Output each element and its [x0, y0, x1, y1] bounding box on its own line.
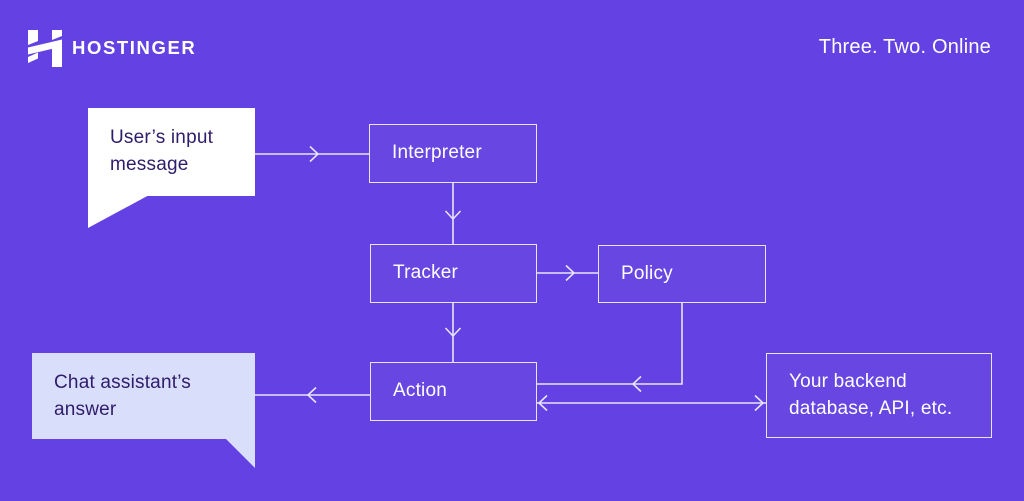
user-bubble-tail	[88, 194, 151, 228]
node-action: Action	[370, 362, 537, 421]
arrowhead-right-icon	[565, 264, 576, 282]
edge-tracker-to-policy	[537, 264, 598, 282]
interpreter-label: Interpreter	[392, 142, 482, 164]
logo-wordmark: HOSTINGER	[72, 37, 197, 58]
policy-label: Policy	[621, 262, 673, 284]
arrowhead-left-icon	[631, 375, 642, 393]
arrowhead-left-icon	[537, 394, 548, 412]
hostinger-logo-icon	[28, 30, 62, 67]
node-interpreter: Interpreter	[369, 124, 537, 183]
assistant-bubble-tail	[225, 438, 255, 468]
node-tracker: Tracker	[370, 244, 537, 303]
node-backend: Your backend database, API, etc.	[766, 353, 992, 438]
node-policy: Policy	[598, 245, 766, 303]
edge-interpreter-to-tracker	[444, 183, 462, 244]
tagline-text: Three. Two. Online	[818, 36, 991, 58]
backend-label: Your backend database, API, etc.	[789, 371, 953, 419]
user-input-label: User’s input message	[110, 127, 214, 175]
edge-action-backend-bidirectional	[537, 394, 766, 412]
assistant-answer-label: Chat assistant’s answer	[54, 372, 191, 420]
action-label: Action	[393, 380, 448, 402]
arrowhead-down-icon	[444, 327, 462, 338]
edge-user-input-to-interpreter	[255, 145, 369, 163]
edge-tracker-to-action	[444, 303, 462, 362]
assistant-answer-bubble: Chat assistant’s answer	[32, 353, 255, 439]
edge-action-to-assistant-answer	[255, 386, 370, 404]
user-input-bubble: User’s input message	[88, 108, 255, 196]
tracker-label: Tracker	[393, 262, 459, 284]
edge-policy-to-action	[537, 303, 683, 393]
arrowhead-right-icon	[309, 145, 320, 163]
arrowhead-down-icon	[444, 210, 462, 221]
arrowhead-left-icon	[306, 386, 317, 404]
arrowhead-right-icon	[754, 394, 765, 412]
